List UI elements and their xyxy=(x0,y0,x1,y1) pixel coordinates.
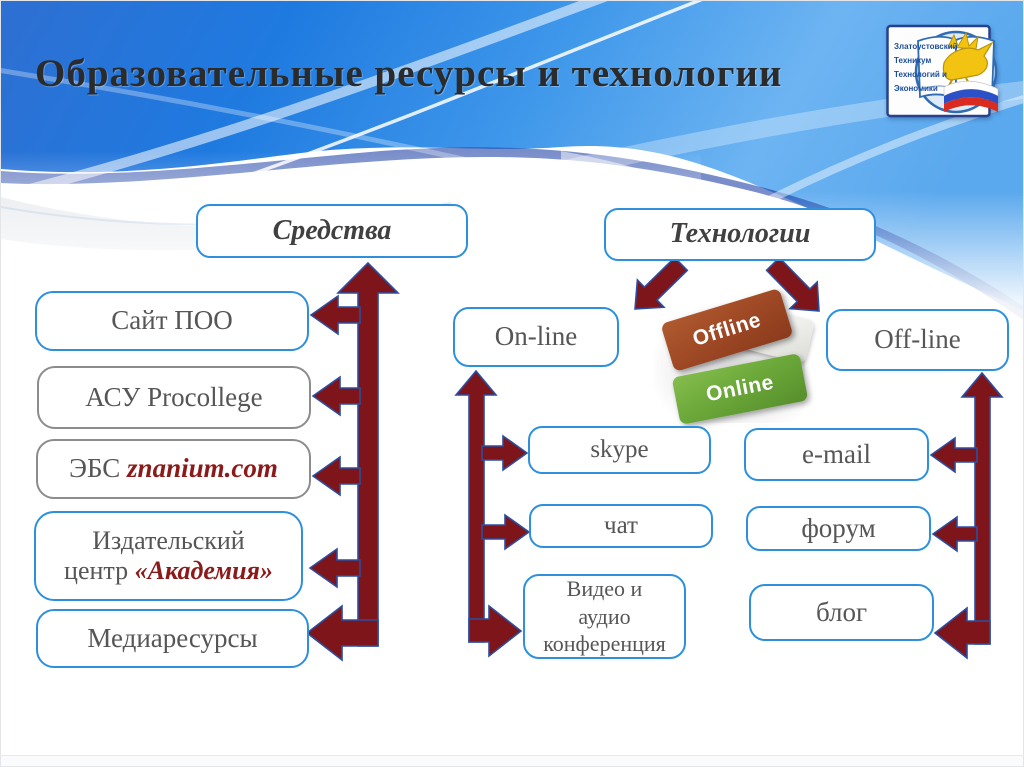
logo-text: Златоустовский Техникум Технологий и Эко… xyxy=(894,42,958,93)
svg-text:Технологий и: Технологий и xyxy=(894,70,947,79)
svg-text:Техникум: Техникум xyxy=(894,56,931,65)
arrow-to-ebs xyxy=(311,455,361,497)
media-resources-label: Медиаресурсы xyxy=(87,622,258,653)
ebs-prefix-label: ЭБС xyxy=(69,453,128,484)
publisher-line2: центр «Академия» xyxy=(64,556,273,586)
box-site-poo: Сайт ПОО xyxy=(35,291,309,351)
arrow-online-trunk xyxy=(454,369,498,643)
arrow-to-asu xyxy=(311,375,361,417)
arrow-to-chat xyxy=(481,513,531,551)
means-header-label: Средства xyxy=(272,214,392,246)
email-label: e-mail xyxy=(802,438,871,469)
arrow-to-blog xyxy=(933,606,991,660)
arrow-to-skype xyxy=(481,434,529,472)
offline-label: Off-line xyxy=(874,324,961,355)
site-poo-label: Сайт ПОО xyxy=(111,305,233,336)
publisher-line1: Издательский xyxy=(92,526,245,556)
box-asu-procollege: АСУ Procollege xyxy=(37,366,311,429)
conference-line3: конференция xyxy=(543,631,666,657)
forum-label: форум xyxy=(801,512,876,543)
box-video-audio-conference: Видео и аудио конференция xyxy=(523,574,686,659)
header-banner-graphic xyxy=(1,1,1023,321)
box-offline: Off-line xyxy=(826,309,1009,371)
conference-line2: аудио xyxy=(578,603,631,629)
chat-label: чат xyxy=(604,511,638,539)
slide-bottom-edge xyxy=(1,755,1023,766)
skype-label: skype xyxy=(590,435,649,463)
online-key-label: Online xyxy=(704,370,776,407)
arrow-offline-trunk xyxy=(960,371,1004,645)
box-chat: чат xyxy=(529,504,713,548)
box-skype: skype xyxy=(528,426,711,474)
box-ebs-znanium: ЭБС znanium.com xyxy=(36,439,311,499)
arrow-to-forum xyxy=(931,515,978,553)
asu-procollege-label: АСУ Procollege xyxy=(85,381,263,412)
box-email: e-mail xyxy=(744,428,929,481)
arrow-to-conference xyxy=(468,604,523,658)
box-publisher-academia: Издательский центр «Академия» xyxy=(34,511,303,601)
arrow-to-email xyxy=(929,436,978,474)
online-label: On-line xyxy=(494,321,578,352)
slide-title: Образовательные ресурсы и технологии xyxy=(35,52,783,95)
online-offline-keys-image: Offline Online xyxy=(649,287,816,429)
arrow-to-site xyxy=(309,294,361,336)
technologies-header-label: Технологии xyxy=(669,218,811,250)
box-means-header: Средства xyxy=(196,204,468,258)
svg-text:Экономики: Экономики xyxy=(894,84,938,93)
box-forum: форум xyxy=(746,506,931,551)
academia-accent-label: «Академия» xyxy=(134,556,273,585)
arrow-to-publisher xyxy=(308,547,361,589)
box-online: On-line xyxy=(453,307,619,367)
college-logo: Златоустовский Техникум Технологий и Эко… xyxy=(886,24,999,118)
arrow-to-media xyxy=(305,604,379,662)
box-blog: блог xyxy=(749,584,934,641)
blog-label: блог xyxy=(815,596,868,627)
conference-line1: Видео и xyxy=(566,576,643,602)
arrow-means-trunk xyxy=(336,261,400,647)
offline-key-label: Offline xyxy=(690,308,764,351)
russian-flag-ribbon xyxy=(943,80,999,112)
box-technologies-header: Технологии xyxy=(604,208,876,261)
box-media-resources: Медиаресурсы xyxy=(36,609,309,668)
svg-text:Златоустовский: Златоустовский xyxy=(894,42,958,51)
publisher-line2-prefix: центр xyxy=(64,556,135,585)
znanium-accent-label: znanium.com xyxy=(127,453,278,484)
